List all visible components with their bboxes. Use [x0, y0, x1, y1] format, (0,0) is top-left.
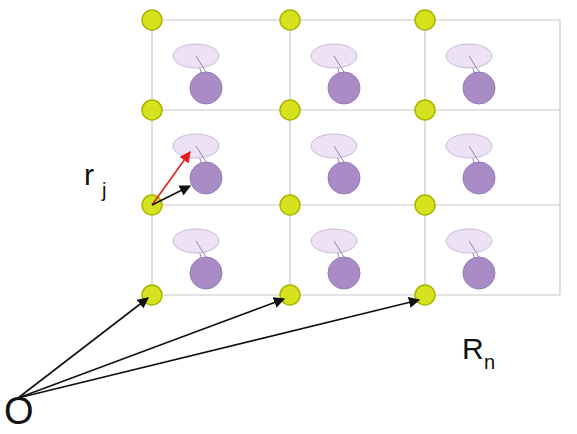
atom-circle	[190, 162, 222, 194]
lattice-grid	[152, 20, 560, 295]
atom-circle	[328, 257, 360, 289]
atom-circle	[463, 162, 495, 194]
bond-line	[469, 146, 479, 162]
atom-circle	[463, 257, 495, 289]
lattice-point	[142, 10, 162, 30]
grid-line	[152, 204, 560, 205]
position-vector	[18, 299, 284, 398]
atom-circle	[463, 72, 495, 104]
atom-circle	[190, 72, 222, 104]
position-vector	[18, 298, 148, 398]
grid-line	[152, 19, 560, 20]
bond-line	[334, 56, 344, 72]
lattice-point	[280, 10, 300, 30]
grid-line	[289, 20, 290, 295]
lattice-point	[280, 285, 300, 305]
lattice-point	[142, 100, 162, 120]
origin-label: O	[4, 392, 34, 430]
atom-circle	[328, 162, 360, 194]
vectors	[18, 152, 419, 398]
lattice-point	[415, 195, 435, 215]
bond-line	[196, 56, 206, 72]
vector-subscript: j	[102, 180, 106, 200]
basis-atoms	[173, 44, 495, 289]
bond-line	[334, 146, 344, 162]
lattice-point	[280, 195, 300, 215]
basis-vector	[152, 186, 190, 205]
lattice-point	[415, 10, 435, 30]
grid-line	[424, 20, 425, 295]
grid-line	[559, 20, 560, 295]
lattice-point	[142, 285, 162, 305]
grid-line	[151, 20, 152, 295]
vector-symbol: r	[84, 160, 94, 190]
vector-symbol: R	[462, 334, 484, 364]
lattice-point	[280, 100, 300, 120]
lattice-point	[415, 285, 435, 305]
bond-line	[196, 146, 206, 162]
lattice-point	[415, 100, 435, 120]
basis-vector	[152, 152, 190, 205]
bond-line	[469, 56, 479, 72]
atom-circle	[190, 257, 222, 289]
bond-line	[469, 241, 479, 257]
bond-line	[334, 241, 344, 257]
bond-line	[196, 241, 206, 257]
vector-subscript: n	[484, 352, 495, 372]
grid-line	[152, 294, 560, 295]
lattice-points	[142, 10, 435, 305]
position-vector	[18, 300, 419, 398]
grid-line	[152, 109, 560, 110]
atom-circle	[328, 72, 360, 104]
